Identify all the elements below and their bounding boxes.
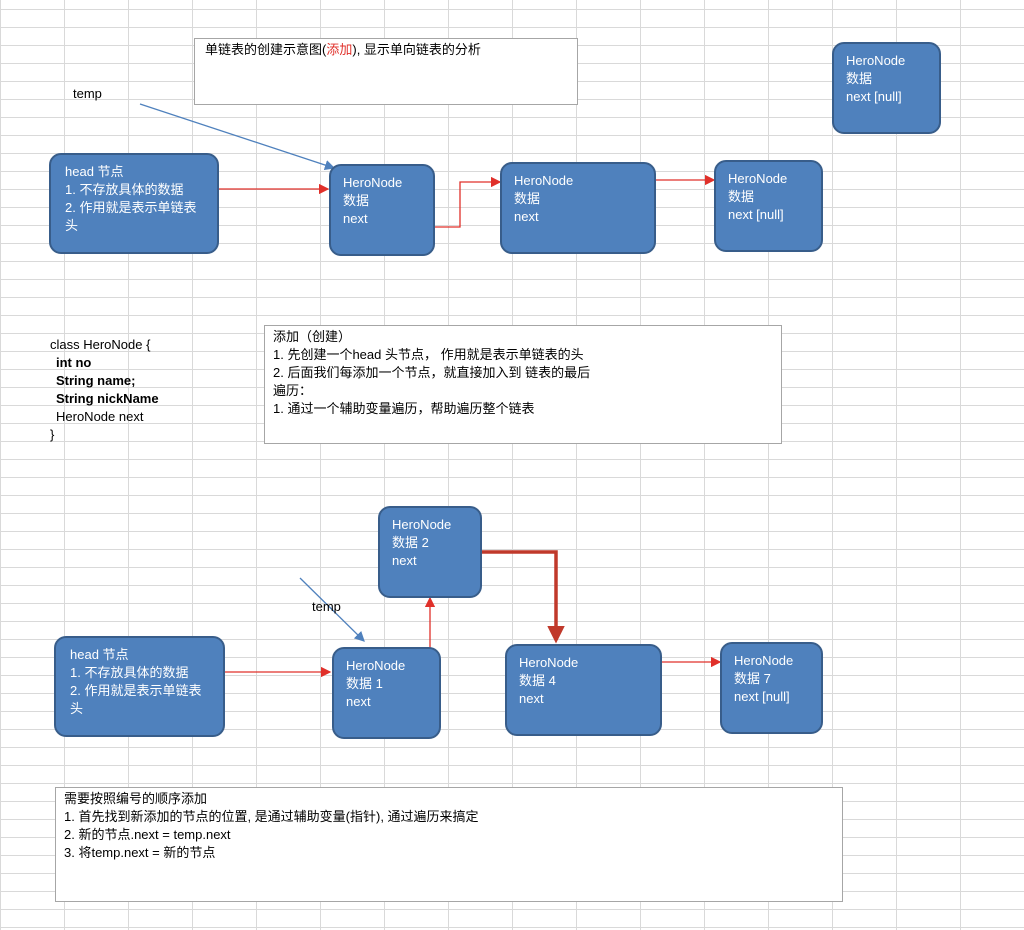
highlight-add-text: 添加 xyxy=(326,42,353,57)
head-node-bottom: head 节点 1. 不存放具体的数据 2. 作用就是表示单链表 头 xyxy=(54,636,225,737)
heronode-top-3: HeroNode 数据 next [null] xyxy=(714,160,823,252)
temp-label-top: temp xyxy=(73,86,102,101)
top-title-note: 单链表的创建示意图(添加), 显示单向链表的分析 xyxy=(194,38,578,105)
heronode-top-2: HeroNode 数据 next xyxy=(500,162,656,254)
top-title-text: 单链表的创建示意图(添加), 显示单向链表的分析 xyxy=(205,42,481,57)
heronode-bottom-4: HeroNode 数据 4 next xyxy=(505,644,662,736)
node2-to-node4-arrow xyxy=(482,550,565,644)
heronode-bottom-1: HeroNode 数据 1 next xyxy=(332,647,441,739)
heronode-bottom-2: HeroNode 数据 2 next xyxy=(378,506,482,598)
node-title: HeroNode xyxy=(846,53,906,68)
node-data: 数据 xyxy=(846,71,873,86)
heronode-class-code: class HeroNode { int no String name; Str… xyxy=(50,337,159,442)
node-next: next [null] xyxy=(846,89,902,104)
temp-label-bottom: temp xyxy=(312,599,341,614)
add-traverse-note: 添加（创建） 1. 先创建一个head 头节点， 作用就是表示单链表的头 2. … xyxy=(264,325,782,444)
heronode-bottom-7: HeroNode 数据 7 next [null] xyxy=(720,642,823,734)
ordered-insert-note: 需要按照编号的顺序添加 1. 首先找到新添加的节点的位置, 是通过辅助变量(指针… xyxy=(55,787,843,902)
heronode-top-1: HeroNode 数据 next xyxy=(329,164,435,256)
floating-heronode: HeroNode 数据 next [null] xyxy=(832,42,941,134)
head-node-top: head 节点 1. 不存放具体的数据 2. 作用就是表示单链表 头 xyxy=(49,153,219,254)
